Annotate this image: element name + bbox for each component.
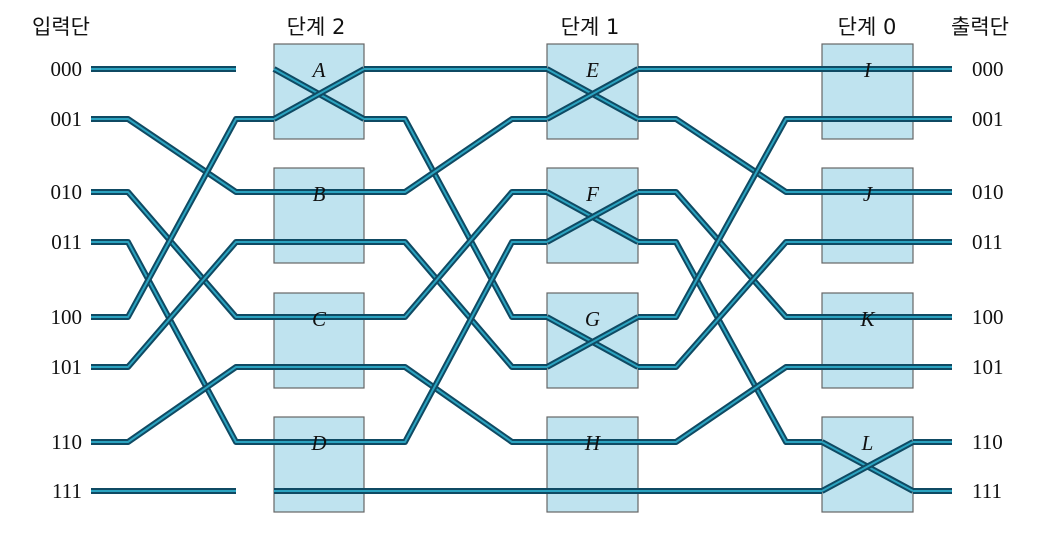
wire-s2-5-casing xyxy=(364,364,547,445)
output-label: 001 xyxy=(972,107,1004,131)
input-label: 011 xyxy=(51,230,82,254)
wire-s1-5 xyxy=(638,241,822,368)
switch-boxes xyxy=(273,43,914,513)
switch-box-b xyxy=(273,167,365,264)
output-label: 011 xyxy=(972,230,1003,254)
switch-f-cross-b xyxy=(546,191,639,243)
input-stage-header: 입력단 xyxy=(32,15,90,39)
switch-e-cross-b xyxy=(546,68,639,120)
switch-box-k xyxy=(821,292,914,389)
switch-box-j xyxy=(821,167,914,264)
input-label: 100 xyxy=(51,305,83,329)
input-label: 110 xyxy=(51,430,82,454)
output-label: 101 xyxy=(972,355,1004,379)
input-label: 111 xyxy=(52,479,82,503)
wire-in-1 xyxy=(91,118,274,193)
switch-box-c xyxy=(273,292,365,389)
output-stage-header: 출력단 xyxy=(951,15,1009,39)
wire-s2-2 xyxy=(364,118,547,193)
wire-s1-2 xyxy=(638,191,822,318)
wiring xyxy=(91,66,952,494)
stage-0-header: 단계 0 xyxy=(838,15,897,39)
switch-label-c: C xyxy=(312,307,327,331)
output-label: 110 xyxy=(972,430,1003,454)
wire-in-6 xyxy=(91,366,274,443)
switch-box-d xyxy=(273,416,365,513)
switch-label-k: K xyxy=(859,307,875,331)
input-label: 101 xyxy=(51,355,83,379)
switch-label-j: J xyxy=(863,182,874,206)
input-label: 001 xyxy=(51,107,83,131)
wire-s2-1-casing xyxy=(364,116,547,320)
switch-label-i: I xyxy=(863,58,872,82)
wire-in-3 xyxy=(91,241,274,443)
switch-label-h: H xyxy=(584,431,602,455)
input-label: 000 xyxy=(51,57,83,81)
switch-label-g: G xyxy=(585,307,600,331)
output-label: 111 xyxy=(972,479,1002,503)
wire-in-4 xyxy=(91,118,274,318)
switch-box-i xyxy=(821,43,914,140)
wire-s1-3 xyxy=(638,241,822,443)
stage-2-header: 단계 2 xyxy=(287,15,346,39)
output-label: 010 xyxy=(972,180,1004,204)
wire-s2-2-casing xyxy=(364,116,547,195)
wire-s2-6 xyxy=(364,241,547,443)
wire-s2-4 xyxy=(364,191,547,318)
wire-s2-6-casing xyxy=(364,239,547,445)
output-labels: 000 001 010 011 100 101 110 111 xyxy=(972,57,1004,503)
input-labels: 000 001 010 011 100 101 110 111 xyxy=(51,57,83,503)
wire-s2-5 xyxy=(364,366,547,443)
switch-label-l: L xyxy=(861,431,874,455)
switch-labels: A B C D E F G H I J K L xyxy=(310,58,875,455)
wire-s2-1 xyxy=(364,118,547,318)
output-label: 100 xyxy=(972,305,1004,329)
wire-in-5 xyxy=(91,241,274,368)
wire-in-2 xyxy=(91,191,274,318)
stage-1-header: 단계 1 xyxy=(561,15,620,39)
switch-label-a: A xyxy=(311,58,326,82)
switch-label-e: E xyxy=(585,58,599,82)
wire-s1-1 xyxy=(638,118,822,193)
input-label: 010 xyxy=(51,180,83,204)
switch-label-f: F xyxy=(585,182,599,206)
switch-label-d: D xyxy=(310,431,326,455)
switch-a-cross-b xyxy=(273,68,365,120)
switch-label-b: B xyxy=(313,182,326,206)
output-label: 000 xyxy=(972,57,1004,81)
wire-s1-4 xyxy=(638,118,822,318)
wire-s1-6 xyxy=(638,366,822,443)
switch-g-cross-b xyxy=(546,316,639,368)
switch-l-cross-b xyxy=(821,441,914,492)
wire-s2-3 xyxy=(364,241,547,368)
switch-box-h xyxy=(546,416,639,513)
